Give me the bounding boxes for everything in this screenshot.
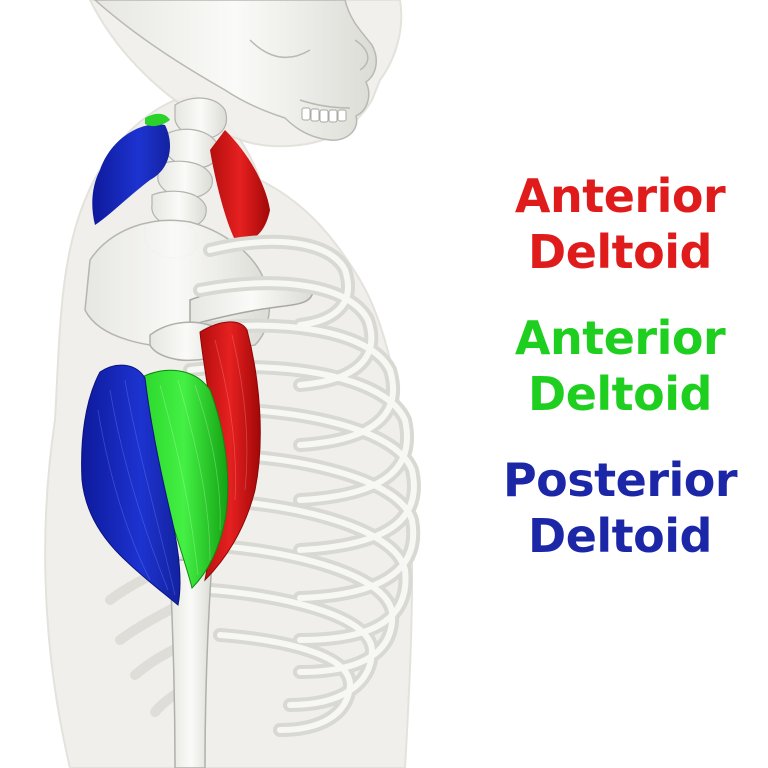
label-anterior-deltoid-line1: Anterior xyxy=(480,168,760,224)
label-posterior-deltoid: Posterior Deltoid xyxy=(480,452,760,564)
label-middle-deltoid: Anterior Deltoid xyxy=(480,310,760,422)
label-anterior-deltoid-line2: Deltoid xyxy=(480,224,760,280)
label-posterior-deltoid-line2: Deltoid xyxy=(480,508,760,564)
label-anterior-deltoid: Anterior Deltoid xyxy=(480,168,760,280)
label-posterior-deltoid-line1: Posterior xyxy=(480,452,760,508)
label-middle-deltoid-line1: Anterior xyxy=(480,310,760,366)
label-list: Anterior Deltoid Anterior Deltoid Poster… xyxy=(480,168,760,594)
label-middle-deltoid-line2: Deltoid xyxy=(480,366,760,422)
